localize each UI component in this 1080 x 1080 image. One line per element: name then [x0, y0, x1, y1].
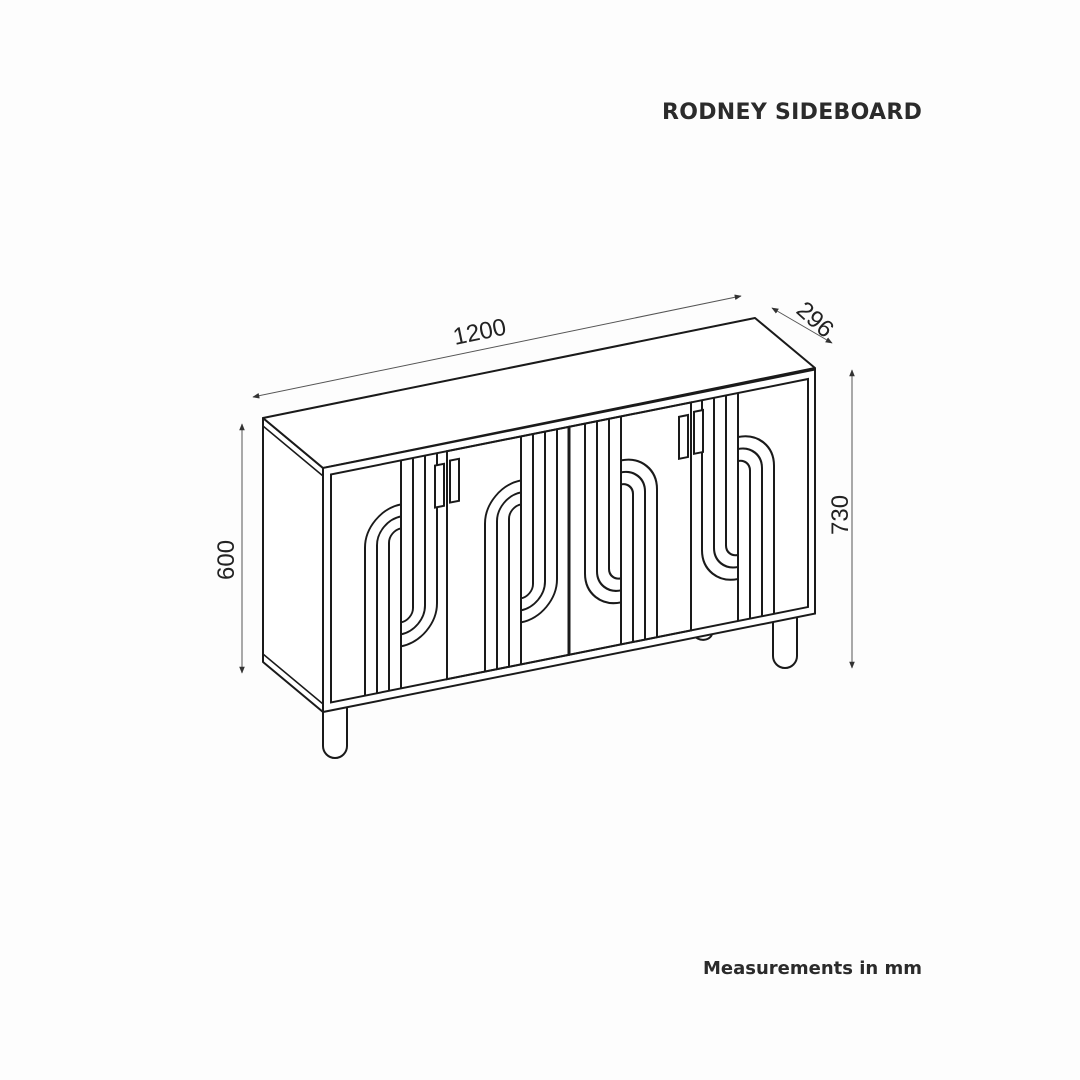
top-surface — [262, 317, 816, 469]
total-height-dimension: 730 — [827, 369, 855, 669]
depth-label: 296 — [791, 296, 839, 343]
leg-front-right — [772, 608, 798, 669]
total-height-label: 730 — [827, 495, 854, 535]
product-title: RODNEY SIDEBOARD — [662, 100, 923, 125]
leg-front-left — [322, 700, 348, 759]
measurement-unit-note: Measurements in mm — [703, 958, 923, 979]
door-2-handle[interactable] — [449, 457, 460, 504]
width-label: 1200 — [451, 314, 509, 351]
body-height-dimension: 600 — [213, 423, 245, 674]
depth-dimension: 296 — [771, 296, 839, 344]
side-panel — [262, 417, 324, 713]
front-face — [322, 368, 816, 714]
door-3-handle[interactable] — [678, 413, 689, 460]
body-height-label: 600 — [213, 540, 240, 580]
door-1-handle[interactable] — [434, 462, 445, 509]
door-4-handle[interactable] — [693, 408, 704, 455]
